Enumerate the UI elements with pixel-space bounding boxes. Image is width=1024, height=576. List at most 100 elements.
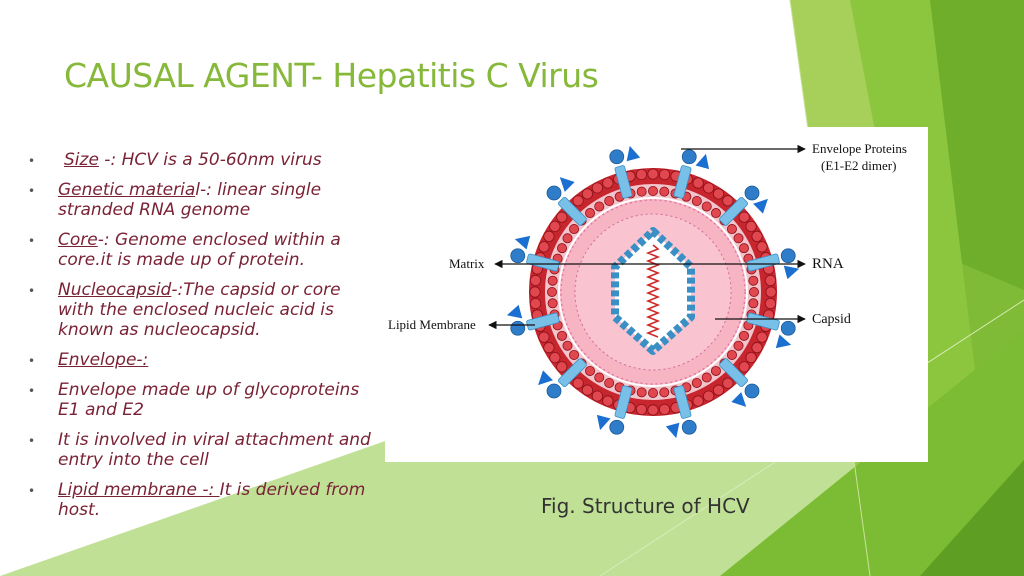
envelope-spike xyxy=(719,358,749,388)
lipid-bead xyxy=(594,201,605,212)
envelope-spike xyxy=(557,358,587,388)
lipid-bead xyxy=(738,211,750,223)
bullet-marker: • xyxy=(28,384,36,398)
e2-knob xyxy=(695,153,710,170)
bullet-marker: • xyxy=(28,484,36,498)
lipid-bead xyxy=(659,186,670,197)
lipid-bead xyxy=(765,286,777,298)
e2-knob xyxy=(506,304,523,319)
lipid-bead xyxy=(745,220,757,233)
e2-knob xyxy=(665,422,680,439)
e1-knob xyxy=(744,383,760,399)
lipid-bead xyxy=(556,211,568,223)
lipid-bead xyxy=(581,384,594,396)
e1-knob xyxy=(744,185,760,201)
lipid-bead xyxy=(710,208,721,219)
envelope-spike xyxy=(673,385,692,419)
lipid-bead xyxy=(738,243,749,254)
separator: l-: xyxy=(195,180,212,200)
lipid-bead xyxy=(748,298,759,309)
label-matrix: Matrix xyxy=(449,256,485,271)
lipid-bead xyxy=(733,340,744,351)
envelope-spike xyxy=(746,312,780,331)
lipid-bead xyxy=(691,377,702,388)
lipid-bead xyxy=(659,387,670,398)
label-envelope-proteins: Envelope Proteins xyxy=(812,141,907,156)
e1-knob xyxy=(609,149,625,165)
envelope-spike xyxy=(746,253,780,272)
virus-particle xyxy=(506,145,800,439)
bullet-viral-attachment: • It is involved in viral attachment and … xyxy=(26,430,371,470)
lipid-bead xyxy=(546,286,557,297)
label-lines xyxy=(488,144,806,330)
lipid-bead xyxy=(658,403,671,416)
label-capsid: Capsid xyxy=(812,312,851,327)
lipid-bead xyxy=(701,372,712,383)
lipid-bead xyxy=(591,390,603,402)
lipid-bead xyxy=(738,330,749,341)
lipid-bead xyxy=(529,297,542,310)
lipid-bead xyxy=(748,275,759,286)
lipid-bead xyxy=(572,195,584,207)
lipid-bead xyxy=(585,365,596,376)
label-dimer: (E1-E2 dimer) xyxy=(821,158,896,173)
lipid-bead xyxy=(602,177,614,189)
e1-knob xyxy=(510,320,526,336)
capsid-dots xyxy=(560,199,746,385)
bullet-marker: • xyxy=(28,154,36,168)
bullet-marker: • xyxy=(28,184,36,198)
lipid-bead xyxy=(635,403,648,416)
hcv-diagram: Envelope Proteins (E1-E2 dimer) Matrix R… xyxy=(388,141,907,439)
bullet-size: •Size -: HCV is a 50-60nm virus xyxy=(26,150,371,170)
definition: It is involved in viral attachment and e… xyxy=(58,430,371,470)
lipid-bead xyxy=(557,243,568,254)
figure-caption: Fig. Structure of HCV xyxy=(541,494,750,518)
definition: linear single stranded RNA genome xyxy=(58,180,322,220)
lipid-bead xyxy=(636,387,647,398)
envelope-protein-spikes xyxy=(526,165,780,419)
e2-knob xyxy=(783,265,800,280)
lipid-bead xyxy=(591,182,603,194)
term: Genetic materia xyxy=(58,180,196,200)
bullet-core: •Core-: Genome enclosed within a core.it… xyxy=(26,230,371,270)
e2-knob xyxy=(596,414,611,431)
lipid-bead xyxy=(549,220,561,233)
label-rna: RNA xyxy=(812,256,844,272)
lipid-bead xyxy=(562,340,573,351)
lipid-bead xyxy=(543,230,555,242)
bullet-nucleocapsid: •Nucleocapsid-:The capsid or core with t… xyxy=(26,280,371,340)
lipid-bead xyxy=(635,168,648,181)
e2-knob xyxy=(775,334,792,349)
lipid-bead xyxy=(710,365,721,376)
lipid-bead xyxy=(726,224,737,235)
envelope-spike xyxy=(526,312,560,331)
lipid-bead xyxy=(647,387,658,398)
slide-title: CAUSAL AGENT- Hepatitis C Virus xyxy=(64,56,599,95)
lipid-bead xyxy=(764,274,777,287)
bullet-list: •Size -: HCV is a 50-60nm virus • Genetic… xyxy=(26,150,371,530)
separator: -: xyxy=(97,230,110,250)
e1-knob xyxy=(780,320,796,336)
envelope-spike xyxy=(614,385,633,419)
e2-knob xyxy=(626,145,641,162)
bullet-marker: • xyxy=(28,434,36,448)
e1-knob xyxy=(681,149,697,165)
lipid-bead xyxy=(529,286,541,298)
lipid-bead xyxy=(703,182,715,194)
e1-knob xyxy=(546,383,562,399)
lipid-bead xyxy=(604,377,615,388)
lipid-bead xyxy=(647,168,659,180)
e1-knob xyxy=(609,419,625,435)
definition: Envelope made up of glycoproteins E1 and… xyxy=(58,380,360,420)
lipid-bead xyxy=(569,349,580,360)
envelope-spike xyxy=(614,165,633,199)
lipid-bead xyxy=(738,361,750,373)
lipid-bead xyxy=(748,286,759,297)
separator: -: xyxy=(98,150,117,170)
e2-knob xyxy=(514,235,531,250)
lipid-bead xyxy=(604,196,615,207)
lipid-bead xyxy=(647,186,658,197)
lipid-bead xyxy=(569,224,580,235)
hcv-structure-figure: Envelope Proteins (E1-E2 dimer) Matrix R… xyxy=(385,127,928,462)
term: Core xyxy=(58,230,98,250)
